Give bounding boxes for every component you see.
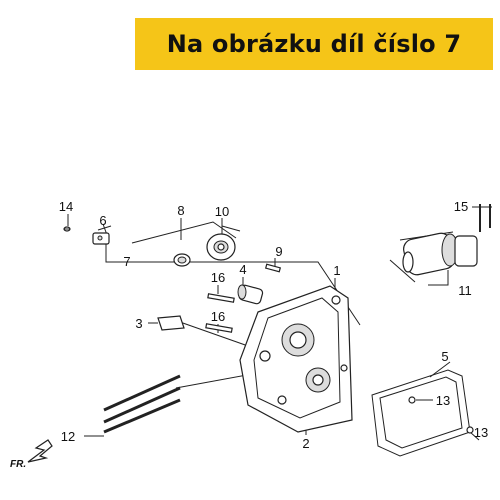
callout-16-lower: 16 [211,309,225,324]
callout-11: 11 [458,283,472,298]
callout-4: 4 [239,262,246,277]
front-direction-arrow-icon [27,439,53,463]
part-3-plate [157,315,185,331]
part-8-bushing [173,253,191,267]
callout-12: 12 [61,429,75,444]
callout-10: 10 [215,204,229,219]
callout-15: 15 [454,199,468,214]
callout-16-upper: 16 [211,270,225,285]
callout-13-gasket-bolt: 13 [436,393,450,408]
part-6-clip [92,232,110,245]
callout-5: 5 [441,349,448,364]
callout-6: 6 [99,213,106,228]
part-5-gasket [371,369,471,457]
part-16-dowel-pins [205,293,235,333]
callout-8: 8 [177,203,184,218]
part-12-long-bolts [103,374,181,434]
part-14-screw [63,226,71,232]
callout-2: 2 [302,436,309,451]
callout-3: 3 [135,316,142,331]
callout-7: 7 [123,254,130,269]
part-9-pin [264,263,282,273]
part-number-banner: Na obrázku díl číslo 7 [135,18,493,70]
callout-14: 14 [59,199,73,214]
part-1-crankcase-cover [239,285,353,433]
part-15-bolts [479,204,491,232]
front-direction-label: FR. [10,459,26,470]
part-10-gear [206,233,236,261]
callout-9: 9 [275,244,282,259]
banner-text: Na obrázku díl číslo 7 [166,30,462,58]
part-4-sleeve [237,284,264,305]
callout-labels: 1 2 3 4 5 6 7 8 9 10 11 12 13 13 14 15 1… [10,199,488,470]
part-13-bolts [408,396,474,434]
part-11-starter-motor [402,232,478,276]
callout-13-lower-bolt: 13 [474,425,488,440]
callout-1: 1 [333,263,340,278]
